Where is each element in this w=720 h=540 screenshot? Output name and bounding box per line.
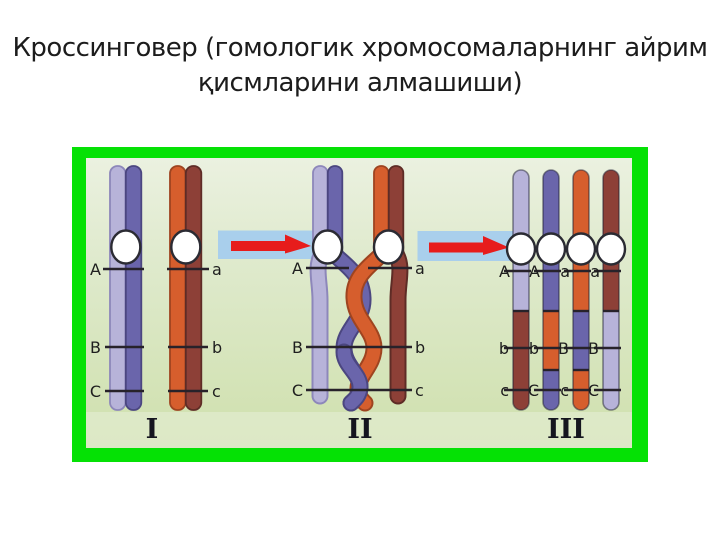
locus-label: A (529, 262, 540, 281)
centromere (565, 232, 597, 266)
locus-label: a (212, 260, 222, 279)
segment-orange (543, 311, 559, 370)
locus-label: b (499, 339, 509, 358)
stage-numeral: II (347, 414, 372, 445)
chromosome-3-outline (572, 169, 590, 411)
locus-label: A (499, 262, 510, 281)
segment-purple (573, 311, 589, 370)
locus-label: b (529, 339, 539, 358)
strand-lavender (311, 245, 330, 403)
chromosome-4-outline (602, 169, 620, 411)
title-line-1: Кроссинговер (гомологик хромосомаларнинг… (12, 33, 708, 63)
arrow-2 (417, 231, 517, 261)
locus-label: B (558, 339, 569, 358)
chromatid-orange (169, 165, 187, 411)
locus-label: c (500, 381, 509, 400)
stage-1: A B C a b c I (90, 165, 222, 445)
arrow-1 (218, 230, 322, 259)
chromatid-brown (184, 165, 203, 411)
locus-label: C (528, 381, 539, 400)
locus-label: c (212, 382, 221, 401)
chromosome-4 (603, 170, 619, 410)
locus-label: a (560, 262, 570, 281)
locus-label: B (588, 339, 599, 358)
locus-label: a (590, 262, 600, 281)
centromere (595, 232, 627, 266)
chromatid-lavender (109, 165, 127, 411)
segment-brown (513, 311, 529, 410)
crossover-diagram: A B C a b c I (86, 165, 632, 448)
centromere (372, 229, 405, 265)
chromosome-1 (513, 170, 529, 410)
chromosome-3 (573, 170, 589, 410)
strand-purple-over (337, 345, 367, 410)
locus-label: a (415, 259, 425, 278)
title-line-2: қисмларини алмашиши) (197, 68, 523, 98)
locus-label: B (292, 338, 303, 357)
strand-brown (388, 245, 407, 403)
stage-3: A A a a b b B B c C c C III (499, 169, 627, 445)
centromere (311, 229, 344, 265)
locus-label: B (90, 338, 101, 357)
chromatid-purple (124, 165, 143, 411)
centromere (535, 232, 567, 266)
locus-label: c (560, 381, 569, 400)
red-right-arrow-icon (231, 234, 311, 254)
stage-numeral: III (547, 414, 585, 445)
chromosome-2 (543, 170, 559, 410)
centromere (110, 229, 142, 265)
locus-label: c (415, 381, 424, 400)
stage-numeral: I (146, 414, 159, 445)
segment-lavender (603, 311, 619, 410)
locus-label: C (90, 382, 101, 401)
locus-label: b (212, 338, 222, 357)
red-right-arrow-icon (429, 236, 509, 255)
slide-title: Кроссинговер (гомологик хромосомаларнинг… (0, 31, 720, 101)
chromosome-2-outline (542, 169, 560, 411)
locus-label: C (292, 381, 303, 400)
centromere (170, 229, 202, 265)
diagram-frame: A B C a b c I (72, 147, 648, 462)
bottom-strip (86, 412, 632, 448)
locus-label: b (415, 338, 425, 357)
locus-label: A (90, 260, 101, 279)
diagram-background: A B C a b c I (86, 158, 632, 448)
chromosome-1-outline (512, 169, 530, 411)
locus-label: C (588, 381, 599, 400)
centromere (505, 232, 537, 266)
locus-label: A (292, 259, 303, 278)
stage-2: A B C a b c II (292, 165, 425, 445)
